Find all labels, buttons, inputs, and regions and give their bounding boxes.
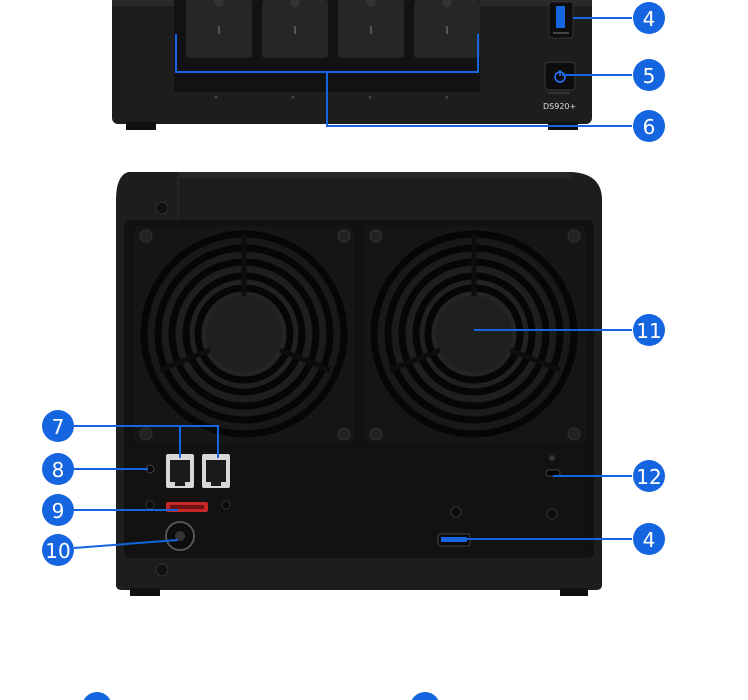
callout-badge-power: 5 — [633, 59, 665, 91]
front-usb-tongue — [556, 6, 565, 28]
svg-text:7: 7 — [52, 415, 65, 439]
callout-line-drives — [326, 72, 632, 127]
drive-trays — [186, 0, 480, 58]
back-view: 11 7 8 12 9 4 10 — [42, 172, 665, 596]
lan-port-1 — [166, 454, 194, 488]
callout-badge-kensington: 12 — [633, 460, 665, 492]
front-foot-left — [126, 122, 156, 130]
callout-badge-esata: 9 — [42, 494, 74, 526]
callout-badge-reset: 8 — [42, 453, 74, 485]
legend-badge-1 — [82, 692, 112, 700]
callout-badge-front-usb: 4 — [633, 2, 665, 34]
back-foot-right — [560, 588, 588, 596]
svg-text:4: 4 — [643, 7, 656, 31]
back-foot-left — [130, 588, 160, 596]
callout-badge-fan: 11 — [633, 314, 665, 346]
svg-text:10: 10 — [45, 539, 70, 563]
model-label: DS920+ — [543, 102, 576, 111]
callout-badge-drives: 6 — [633, 110, 665, 142]
screw-bottom-left — [155, 563, 169, 577]
callout-line-dc — [73, 539, 179, 549]
legend-row — [0, 690, 748, 700]
svg-text:4: 4 — [643, 528, 656, 552]
svg-text:6: 6 — [643, 115, 656, 139]
svg-text:11: 11 — [636, 319, 661, 343]
callout-badge-lan: 7 — [42, 410, 74, 442]
callout-badge-dc: 10 — [42, 534, 74, 566]
callout-badge-rear-usb: 4 — [633, 523, 665, 555]
lan-port-2 — [202, 454, 230, 488]
front-view: DS920+ 4 5 6 — [112, 0, 665, 142]
screw-top-left — [155, 201, 169, 215]
legend-badge-2 — [410, 692, 440, 700]
fan-right — [364, 226, 586, 444]
svg-text:9: 9 — [52, 499, 65, 523]
svg-text:5: 5 — [643, 64, 656, 88]
fan-left — [134, 226, 354, 444]
svg-text:8: 8 — [52, 458, 65, 482]
svg-text:12: 12 — [636, 465, 661, 489]
callout-line-lan — [74, 425, 219, 458]
